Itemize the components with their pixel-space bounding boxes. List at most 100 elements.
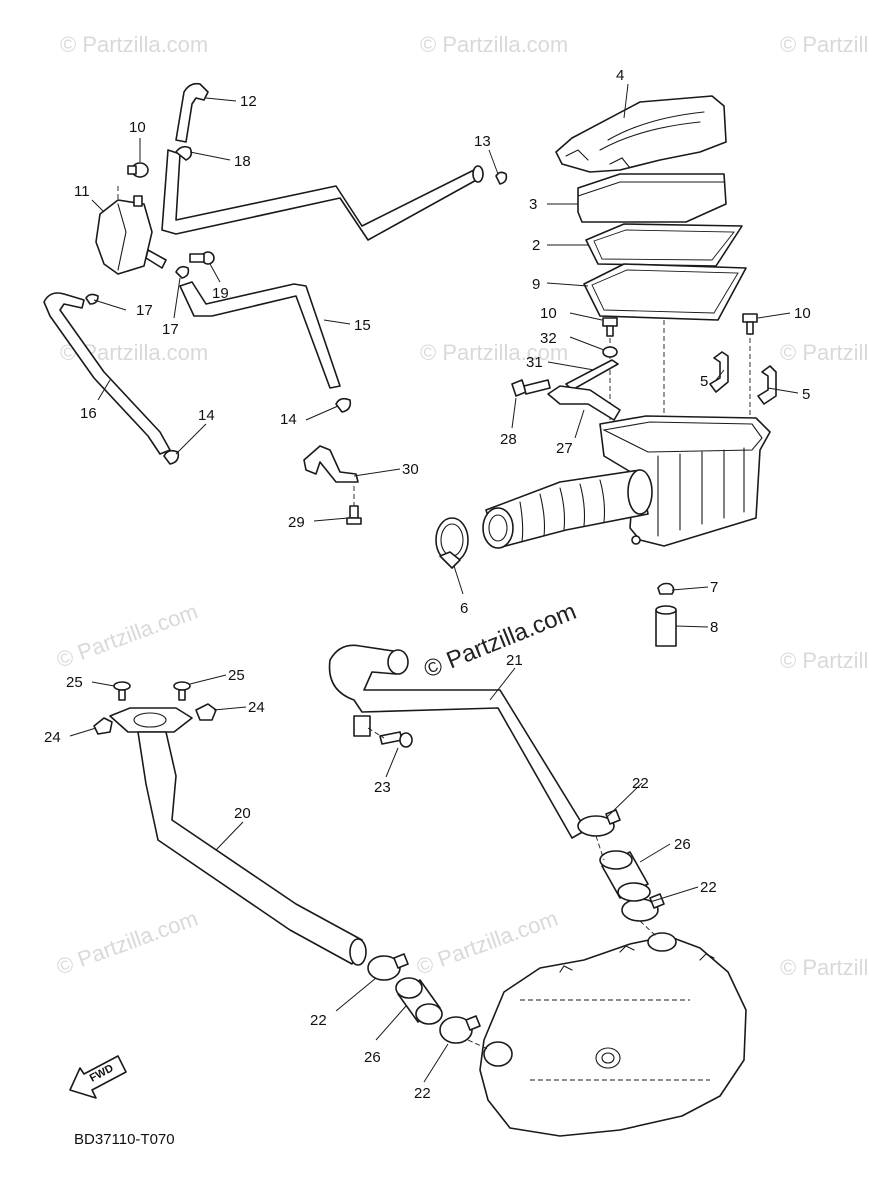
part-bolt-10	[742, 313, 758, 335]
callout-31: 31	[526, 354, 543, 371]
callout-4: 4	[616, 67, 624, 84]
part-joint-duct	[482, 469, 653, 549]
part-screw-25	[173, 681, 191, 701]
watermark: © Partzilla.com	[780, 648, 869, 673]
part-joint-26	[395, 977, 443, 1025]
part-clip-14	[335, 397, 352, 413]
callout-8: 8	[710, 619, 718, 636]
part-crankcase-cover	[479, 932, 747, 1137]
callout-16: 16	[80, 405, 97, 422]
part-nut-24	[93, 717, 113, 735]
assembly-line	[595, 835, 605, 861]
part-gasket-2	[585, 223, 743, 267]
callout-22: 22	[414, 1085, 431, 1102]
part-hose-12	[175, 82, 209, 143]
part-clamp-22	[439, 1015, 481, 1044]
callout-32: 32	[540, 330, 557, 347]
callout-30: 30	[402, 461, 419, 478]
callout-24: 24	[44, 729, 61, 746]
watermark: © Partzilla.com	[60, 32, 208, 57]
part-filter-element	[577, 173, 727, 223]
part-bolt-28	[511, 379, 551, 397]
part-joint-26	[599, 850, 651, 902]
callout-3: 3	[529, 196, 537, 213]
callout-25: 25	[228, 667, 245, 684]
callout-19: 19	[212, 285, 229, 302]
part-gasket-9	[583, 263, 747, 321]
assembly-line	[467, 1039, 491, 1051]
watermark: © Partzilla.com	[420, 340, 568, 365]
part-bolt-10	[602, 317, 618, 337]
part-clamp-22	[577, 809, 621, 837]
assembly-line	[639, 920, 657, 937]
part-clip-14	[163, 449, 180, 465]
part-clip-5	[757, 365, 777, 405]
callout-5: 5	[802, 386, 810, 403]
part-bracket-27	[547, 385, 621, 421]
callout-14: 14	[198, 407, 215, 424]
part-clip-7	[657, 582, 675, 595]
callout-11: 11	[74, 183, 90, 200]
callout-21: 21	[506, 652, 523, 669]
watermark: © Partzilla.com	[780, 340, 869, 365]
callout-17: 17	[136, 302, 153, 319]
part-clamp-22	[367, 953, 409, 981]
callout-26: 26	[674, 836, 691, 853]
part-clamp-22	[621, 893, 665, 922]
callout-2: 2	[532, 237, 540, 254]
watermark: © Partzilla.com	[780, 955, 869, 980]
part-clip-5	[709, 351, 729, 393]
part-clamp-6	[435, 517, 469, 569]
part-bracket-30	[303, 445, 359, 483]
part-breather-tank	[95, 195, 167, 275]
callout-20: 20	[234, 805, 251, 822]
assembly-line	[367, 727, 385, 739]
part-screw-25	[113, 681, 131, 701]
part-nut-24	[195, 703, 217, 721]
part-hose-15	[179, 281, 341, 389]
callout-6: 6	[460, 600, 468, 617]
part-clip-18	[175, 145, 193, 161]
watermark: © Partzilla.com	[420, 32, 568, 57]
callout-26: 26	[364, 1049, 381, 1066]
part-clip-13	[495, 171, 508, 185]
part-grommet-32	[602, 346, 618, 358]
leader-lines	[69, 83, 799, 1083]
callout-29: 29	[288, 514, 305, 531]
part-bolt-23	[379, 731, 413, 748]
callout-27: 27	[556, 440, 573, 457]
callout-22: 22	[310, 1012, 327, 1029]
callout-10: 10	[129, 119, 146, 136]
part-pipe-end	[472, 165, 484, 183]
callouts: 4 3 2 9 10 10 10 32 31 5 5 28 27 7 8 6 1…	[44, 67, 811, 1102]
part-breather-pipe	[161, 149, 481, 241]
callout-13: 13	[474, 133, 491, 150]
callout-17: 17	[162, 321, 179, 338]
callout-28: 28	[500, 431, 517, 448]
callout-24: 24	[248, 699, 265, 716]
part-duct-21	[328, 644, 587, 839]
part-hose-16	[43, 292, 171, 455]
callout-14: 14	[280, 411, 297, 428]
part-duct-20	[109, 707, 367, 966]
callout-12: 12	[240, 93, 257, 110]
part-bolt-10	[127, 162, 149, 178]
watermark-main: © Partzilla.com	[420, 598, 580, 684]
callout-22: 22	[700, 879, 717, 896]
part-clip-17	[85, 293, 99, 305]
callout-25: 25	[66, 674, 83, 691]
callout-23: 23	[374, 779, 391, 796]
part-clip-17	[175, 265, 190, 279]
watermark: © Partzilla.com	[780, 32, 869, 57]
callout-10: 10	[540, 305, 557, 322]
part-bolt-29	[346, 505, 362, 525]
callout-15: 15	[354, 317, 371, 334]
part-bolt-19	[189, 251, 215, 265]
callout-7: 7	[710, 579, 718, 596]
callout-22: 22	[632, 775, 649, 792]
callout-18: 18	[234, 153, 251, 170]
diagram-code: BD37110-T070	[74, 1131, 175, 1148]
watermark: © Partzilla.com	[53, 906, 201, 980]
